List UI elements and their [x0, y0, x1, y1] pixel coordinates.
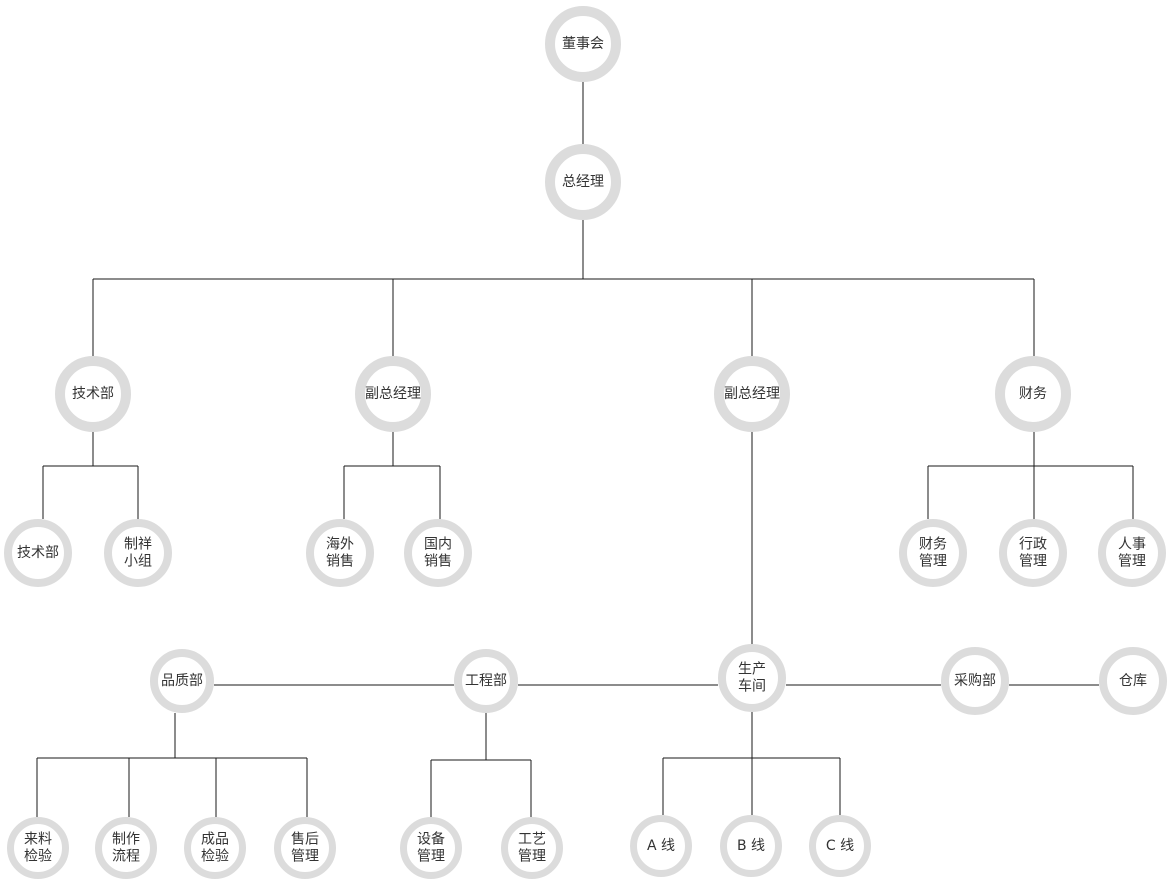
node-label: 流程: [112, 849, 140, 865]
node-label: C 线: [826, 838, 854, 854]
org-node-quality: 品质部: [150, 649, 214, 713]
node-circle: [630, 815, 692, 877]
node-circle: [400, 817, 462, 879]
org-node-warehouse: 仓库: [1099, 647, 1167, 715]
node-label: 制作: [112, 832, 140, 848]
node-label: 工程部: [465, 673, 507, 689]
node-circle: [7, 817, 69, 879]
node-label: 人事: [1118, 537, 1146, 553]
node-label: 财务: [1019, 386, 1047, 402]
node-label: 成品: [201, 832, 229, 848]
org-node-line-a: A 线: [630, 815, 692, 877]
node-label: 董事会: [562, 36, 604, 52]
node-label: 管理: [919, 554, 947, 570]
org-node-gm: 总经理: [545, 144, 621, 220]
node-circle: [1098, 519, 1166, 587]
org-node-engineering: 工程部: [454, 649, 518, 713]
org-node-purchasing: 采购部: [941, 647, 1009, 715]
node-label: 管理: [291, 849, 319, 865]
node-circle: [545, 144, 621, 220]
node-circle: [274, 817, 336, 879]
node-label: 采购部: [954, 673, 996, 689]
node-label: 管理: [417, 849, 445, 865]
node-label: 品质部: [161, 673, 203, 689]
node-circle: [4, 519, 72, 587]
node-label: 来料: [24, 832, 52, 848]
node-label: 技术部: [17, 545, 59, 561]
node-label: 副总经理: [724, 386, 780, 402]
node-circle: [899, 519, 967, 587]
node-label: 制祥: [124, 537, 152, 553]
node-circle: [355, 356, 431, 432]
connector-lines: [36, 82, 1134, 817]
node-label: 财务: [919, 537, 947, 553]
node-label: 国内: [424, 537, 452, 553]
node-circle: [714, 356, 790, 432]
node-label: A 线: [647, 838, 675, 854]
org-node-line-c: C 线: [809, 815, 871, 877]
node-label: 仓库: [1119, 673, 1147, 689]
org-nodes: 董事会总经理技术部副总经理副总经理财务技术部制祥小组海外销售国内销售财务管理行政…: [4, 6, 1167, 879]
node-circle: [404, 519, 472, 587]
node-label: 管理: [1118, 554, 1146, 570]
org-node-tech: 技术部: [55, 356, 131, 432]
node-label: 行政: [1019, 537, 1047, 553]
node-label: 总经理: [562, 174, 604, 190]
node-label: B 线: [737, 838, 765, 854]
node-label: 管理: [518, 849, 546, 865]
node-label: 技术部: [72, 386, 114, 402]
org-node-vp2: 副总经理: [714, 356, 790, 432]
node-circle: [501, 817, 563, 879]
node-circle: [95, 817, 157, 879]
org-node-finance: 财务: [995, 356, 1071, 432]
node-circle: [720, 815, 782, 877]
org-node-vp1: 副总经理: [355, 356, 431, 432]
org-node-line-b: B 线: [720, 815, 782, 877]
node-label: 销售: [326, 554, 354, 570]
node-label: 管理: [1019, 554, 1047, 570]
org-node-tech-sub: 技术部: [4, 519, 72, 587]
node-circle: [995, 356, 1071, 432]
node-label: 检验: [201, 849, 229, 865]
node-label: 车间: [738, 678, 766, 695]
node-circle: [941, 647, 1009, 715]
node-label: 检验: [24, 849, 52, 865]
node-circle: [999, 519, 1067, 587]
node-label: 小组: [124, 554, 152, 570]
node-circle: [184, 817, 246, 879]
node-label: 工艺: [518, 832, 546, 848]
node-circle: [454, 649, 518, 713]
node-circle: [718, 644, 786, 712]
node-circle: [104, 519, 172, 587]
node-label: 海外: [326, 537, 354, 553]
node-circle: [55, 356, 131, 432]
org-node-board: 董事会: [545, 6, 621, 82]
node-label: 设备: [417, 831, 445, 848]
node-circle: [545, 6, 621, 82]
node-circle: [150, 649, 214, 713]
node-label: 副总经理: [365, 386, 421, 402]
node-circle: [306, 519, 374, 587]
node-label: 售后: [291, 832, 319, 848]
node-label: 销售: [424, 554, 452, 570]
node-circle: [809, 815, 871, 877]
node-label: 生产: [738, 662, 766, 678]
node-circle: [1099, 647, 1167, 715]
